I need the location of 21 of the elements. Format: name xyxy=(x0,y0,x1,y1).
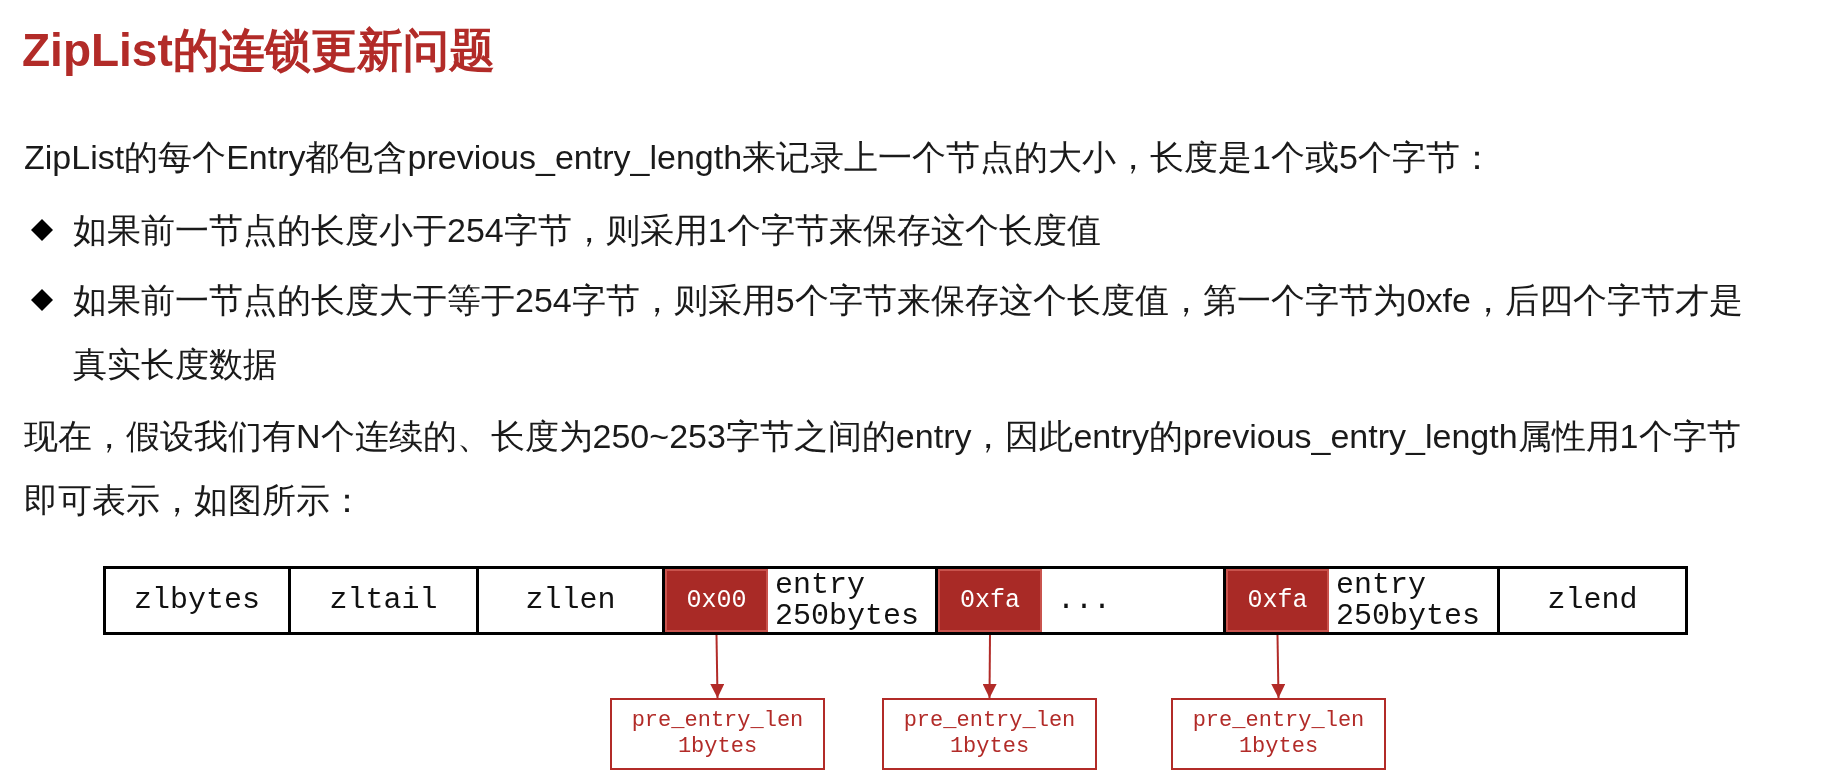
arrow xyxy=(710,634,725,699)
memory-cell: zlbytes xyxy=(103,566,291,635)
arrow xyxy=(1271,634,1286,699)
callout-box: pre_entry_len 1bytes xyxy=(882,698,1097,770)
list-item-text: 如果前一节点的长度小于254字节，则采用1个字节来保存这个长度值 xyxy=(73,210,1102,251)
callout-box: pre_entry_len 1bytes xyxy=(1171,698,1386,770)
highlighted-cell: 0xfa xyxy=(1226,566,1329,635)
memory-cell: zllen xyxy=(479,566,665,635)
callout-box: pre_entry_len 1bytes xyxy=(610,698,825,770)
list-item-text: 如果前一节点的长度大于等于254字节，则采用5个字节来保存这个长度值，第一个字节为0xfe，后四个字节才是真实长度数据 xyxy=(73,280,1744,385)
memory-cell: ... xyxy=(1042,566,1226,635)
memory-cell: zlend xyxy=(1500,566,1688,635)
memory-cell: entry 250bytes xyxy=(1329,566,1500,635)
page-title: ZipList的连锁更新问题 xyxy=(22,23,495,78)
memory-cell: entry 250bytes xyxy=(768,566,938,635)
memory-cell: zltail xyxy=(291,566,479,635)
highlighted-cell: 0xfa xyxy=(938,566,1042,635)
arrow xyxy=(982,634,997,699)
highlighted-cell: 0x00 xyxy=(665,566,768,635)
paragraph: ZipList的每个Entry都包含previous_entry_length来记录上一个节点的大小，长度是1个或5个字节： xyxy=(24,137,1495,178)
paragraph: 现在，假设我们有N个连续的、长度为250~253字节之间的entry，因此entry的previous_entry_length属性用1个字节即可表示，如图所示： xyxy=(24,416,1742,521)
